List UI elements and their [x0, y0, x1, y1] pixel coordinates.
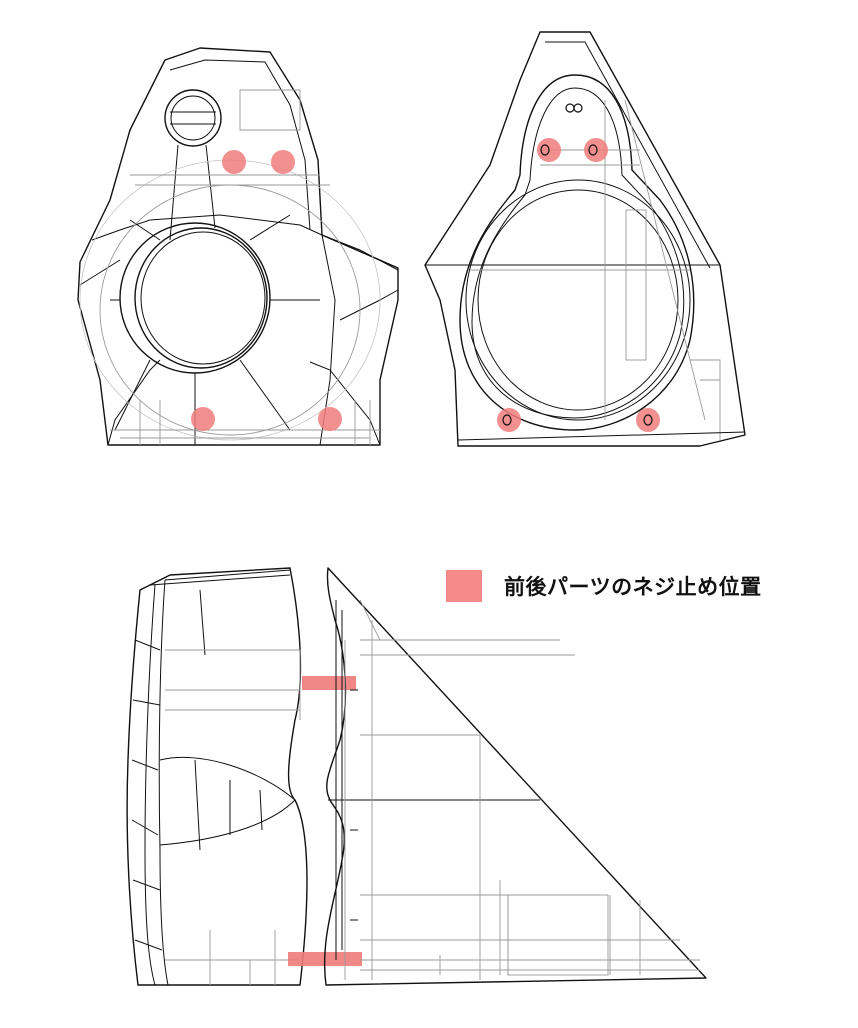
- legend-swatch: [446, 570, 482, 602]
- front-view: [77, 47, 399, 446]
- legend-label: 前後パーツのネジ止め位置: [504, 575, 762, 599]
- rear-view: [424, 31, 746, 447]
- side-view-rear: [323, 567, 707, 986]
- side-view-front: [126, 567, 362, 986]
- legend: 前後パーツのネジ止め位置: [446, 570, 762, 602]
